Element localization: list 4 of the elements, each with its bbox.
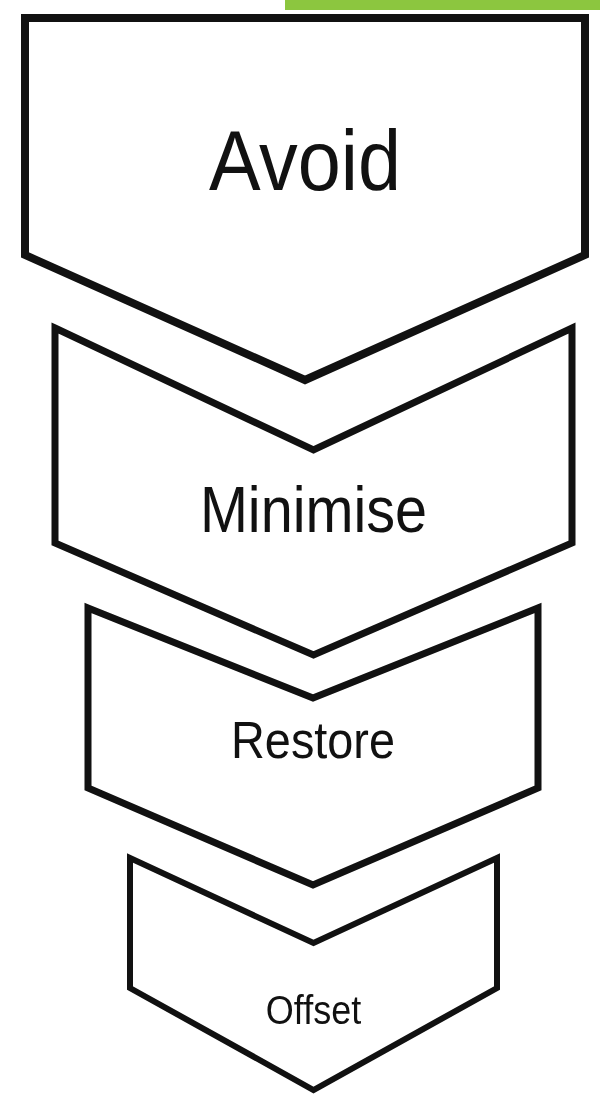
step-label: Restore	[230, 714, 396, 766]
step-label: Minimise	[198, 478, 429, 542]
step-label: Avoid	[207, 117, 403, 203]
step-label: Offset	[264, 990, 363, 1030]
